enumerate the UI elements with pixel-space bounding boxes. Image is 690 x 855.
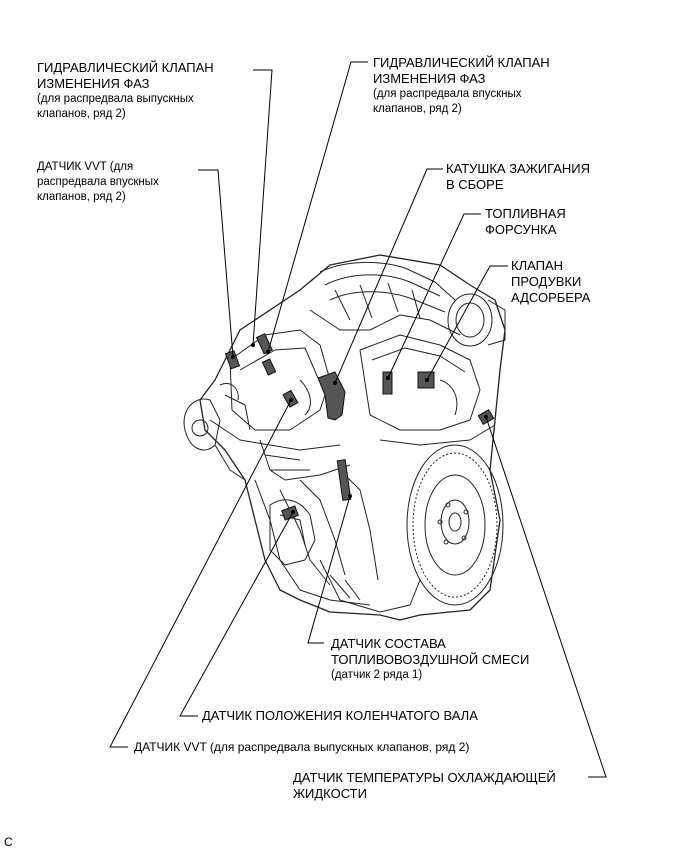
leader-dots [231, 343, 488, 514]
label-sub: клапанов, ряд 2) [373, 103, 462, 115]
label-line: ФОРСУНКА [485, 222, 557, 237]
label-line: ЖИДКОСТИ [293, 786, 367, 801]
leader-lines [109, 61, 607, 778]
components [224, 333, 495, 521]
label-purge-valve: КЛАПАН ПРОДУВКИ АДСОРБЕРА [511, 258, 590, 306]
engine-illustration [183, 254, 506, 621]
leader-vvt-sensor-exhaust [109, 399, 292, 748]
label-line: клапанов, ряд 2) [37, 191, 126, 203]
label-fuel-injector: ТОПЛИВНАЯ ФОРСУНКА [485, 206, 566, 238]
label-line: распредвала впускных [37, 176, 159, 188]
leader-ignition-coil [334, 168, 443, 384]
label-line: АДСОРБЕРА [511, 290, 591, 305]
label-line: В СБОРЕ [446, 177, 504, 192]
label-line: ИЗМЕНЕНИЯ ФАЗ [37, 76, 150, 91]
label-line: ТОПЛИВНАЯ [485, 206, 566, 221]
label-line: КЛАПАН [511, 258, 564, 273]
label-vvt-valve-exhaust: ГИДРАВЛИЧЕСКИЙ КЛАПАН ИЗМЕНЕНИЯ ФАЗ (для… [37, 60, 214, 122]
label-line: ДАТЧИК VVT (для распредвала выпускных кл… [134, 740, 470, 754]
leader-af-sensor [307, 495, 351, 644]
leader-purge-valve [426, 265, 508, 381]
label-coolant-temp: ДАТЧИК ТЕМПЕРАТУРЫ ОХЛАЖДАЮЩЕЙ ЖИДКОСТИ [293, 770, 556, 802]
leader-fuel-injector [387, 213, 481, 379]
label-line: ДАТЧИК VVT (для [37, 161, 134, 173]
label-vvt-valve-intake: ГИДРАВЛИЧЕСКИЙ КЛАПАН ИЗМЕНЕНИЯ ФАЗ (для… [373, 55, 550, 117]
flywheel [406, 444, 504, 606]
label-line: КАТУШКА ЗАЖИГАНИЯ [446, 161, 591, 176]
corner-mark: C [4, 835, 13, 849]
label-af-sensor: ДАТЧИК СОСТАВА ТОПЛИВОВОЗДУШНОЙ СМЕСИ (д… [331, 636, 529, 683]
label-sub: (для распредвала выпускных [37, 93, 194, 105]
label-line: ГИДРАВЛИЧЕСКИЙ КЛАПАН [37, 60, 214, 75]
leader-vvt-valve-intake [267, 61, 368, 353]
label-line: ДАТЧИК ТЕМПЕРАТУРЫ ОХЛАЖДАЮЩЕЙ [293, 770, 556, 785]
leader-crank-sensor [179, 511, 294, 717]
label-line: ДАТЧИК СОСТАВА [331, 636, 446, 651]
label-line: ТОПЛИВОВОЗДУШНОЙ СМЕСИ [331, 652, 530, 667]
label-sub: (датчик 2 ряда 1) [331, 669, 423, 681]
leader-vvt-sensor-intake [198, 169, 234, 358]
label-line: ГИДРАВЛИЧЕСКИЙ КЛАПАН [373, 55, 550, 70]
label-sub: (для распредвала впускных [373, 88, 522, 100]
label-line: ДАТЧИК ПОЛОЖЕНИЯ КОЛЕНЧАТОГО ВАЛА [202, 708, 478, 723]
label-crank-sensor: ДАТЧИК ПОЛОЖЕНИЯ КОЛЕНЧАТОГО ВАЛА [202, 708, 478, 724]
label-vvt-sensor-exhaust: ДАТЧИК VVT (для распредвала выпускных кл… [134, 740, 469, 755]
label-vvt-sensor-intake: ДАТЧИК VVT (для распредвала впускных кла… [37, 160, 159, 205]
label-line: ПРОДУВКИ [511, 274, 582, 289]
label-sub: клапанов, ряд 2) [37, 108, 126, 120]
leader-vvt-valve-exhaust [252, 69, 273, 346]
label-ignition-coil: КАТУШКА ЗАЖИГАНИЯ В СБОРЕ [446, 161, 590, 193]
label-line: ИЗМЕНЕНИЯ ФАЗ [373, 71, 486, 86]
leader-coolant-temp [485, 416, 607, 778]
